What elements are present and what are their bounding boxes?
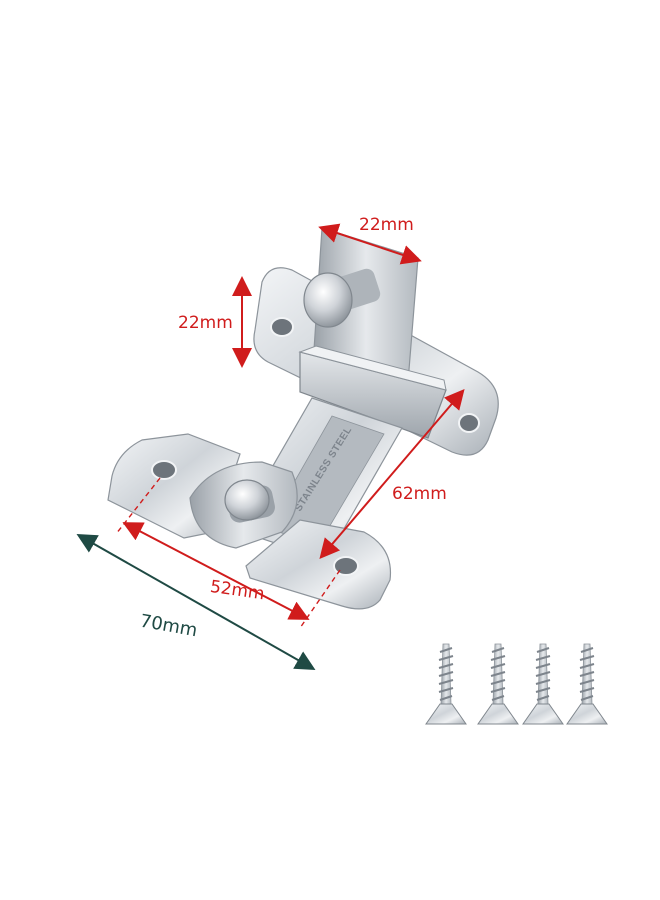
pin-width-label: 22mm [359, 215, 414, 235]
countersunk-screw-icon [425, 643, 467, 725]
overall-length-label: 70mm [138, 611, 199, 642]
hole-spacing-label: 52mm [209, 577, 266, 604]
upper-plate-hole-right [458, 413, 480, 433]
lower-left-plate-hole [151, 460, 177, 480]
dimension-pin-width: 22mm [318, 215, 422, 265]
countersunk-screw-icon [566, 643, 608, 725]
plate-height-label: 22mm [178, 313, 233, 333]
bottom-pin-knob [224, 479, 270, 521]
dimension-bar-length: 62mm [319, 388, 465, 560]
bar-length-label: 62mm [392, 484, 447, 504]
upper-plate-hole-left [270, 317, 294, 337]
screw-set [425, 643, 608, 725]
countersunk-screw-icon [477, 643, 519, 725]
top-pin-knob [303, 272, 353, 328]
dimension-plate-height: 22mm [178, 276, 252, 368]
countersunk-screw-icon [522, 643, 564, 725]
